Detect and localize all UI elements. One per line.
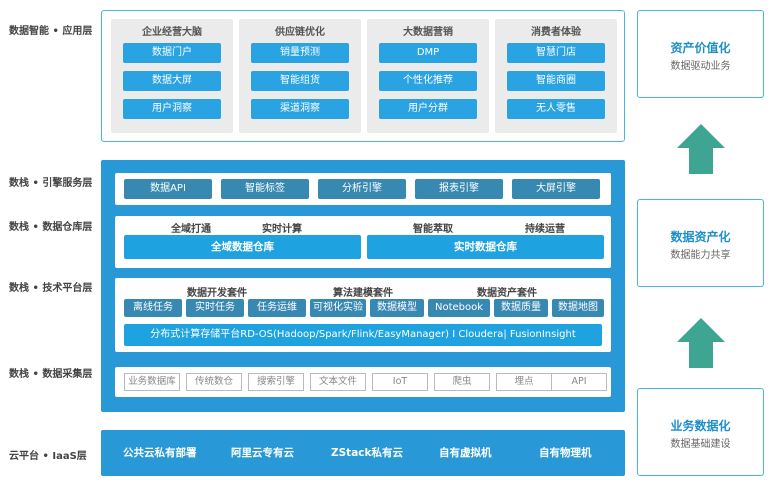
app-column-title: 供应链优化 xyxy=(275,27,325,38)
source-traditional-dw[interactable]: 传统数仓 xyxy=(186,373,242,391)
label-application-layer: 数据智能 • 应用层 xyxy=(9,26,93,37)
suite-title-asset: 数据资产套件 xyxy=(477,288,537,299)
engine-item-big-screen[interactable]: 大屏引擎 xyxy=(512,179,600,199)
tech-item-visual-experiment[interactable]: 可视化实验 xyxy=(310,299,366,317)
engine-layer-panel: 数据API 智能标签 分析引擎 报表引擎 大屏引擎 xyxy=(115,173,611,205)
suite-title-algo: 算法建模套件 xyxy=(333,288,393,299)
engine-item-data-api[interactable]: 数据API xyxy=(124,179,212,199)
tech-platform-panel: 数据开发套件 算法建模套件 数据资产套件 离线任务 实时任务 任务运维 可视化实… xyxy=(115,278,611,352)
up-arrow-icon xyxy=(677,124,725,174)
realtime-data-warehouse-bar[interactable]: 实时数据仓库 xyxy=(367,235,604,259)
value-box-business-data: 业务数据化 数据基础建设 xyxy=(637,388,764,476)
warehouse-label-global: 全域打通 xyxy=(171,224,211,235)
engine-item-smart-tag[interactable]: 智能标签 xyxy=(221,179,309,199)
collection-layer-panel: 业务数据库 传统数仓 搜索引擎 文本文件 IoT 爬虫 埋点 API xyxy=(115,367,611,397)
app-item-sales-forecast[interactable]: 销量预测 xyxy=(251,43,349,63)
warehouse-label-operation: 持续运营 xyxy=(525,224,565,235)
tech-item-data-model[interactable]: 数据模型 xyxy=(370,299,424,317)
source-business-db[interactable]: 业务数据库 xyxy=(124,373,180,391)
source-iot[interactable]: IoT xyxy=(372,373,428,391)
app-item-smart-district[interactable]: 智能商圈 xyxy=(507,71,605,91)
tech-item-data-quality[interactable]: 数据质量 xyxy=(494,299,548,317)
warehouse-layer-panel: 全域打通 实时计算 智能萃取 持续运营 全域数据仓库 实时数据仓库 xyxy=(115,216,611,268)
label-warehouse-layer: 数栈 • 数据仓库层 xyxy=(9,222,93,233)
engine-item-report[interactable]: 报表引擎 xyxy=(415,179,503,199)
app-item-data-portal[interactable]: 数据门户 xyxy=(123,43,221,63)
label-collection-layer: 数栈 • 数据采集层 xyxy=(9,369,93,380)
app-column-title: 大数据营销 xyxy=(403,27,453,38)
iaas-item-own-physical[interactable]: 自有物理机 xyxy=(539,447,592,459)
application-layer-frame: 企业经营大脑 数据门户 数据大屏 用户洞察 供应链优化 销量预测 智能组货 渠道… xyxy=(101,10,625,142)
value-title: 数据资产化 xyxy=(670,230,731,244)
iaas-item-zstack[interactable]: ZStack私有云 xyxy=(331,447,403,459)
data-stack-platform: 数据API 智能标签 分析引擎 报表引擎 大屏引擎 全域打通 实时计算 智能萃取… xyxy=(101,160,625,412)
warehouse-label-realtime: 实时计算 xyxy=(262,224,302,235)
tech-item-task-ops[interactable]: 任务运维 xyxy=(248,299,306,317)
label-tech-layer: 数栈 • 技术平台层 xyxy=(9,283,93,294)
value-box-data-asset: 数据资产化 数据能力共享 xyxy=(637,199,764,287)
tech-item-offline-task[interactable]: 离线任务 xyxy=(124,299,182,317)
iaas-item-own-vm[interactable]: 自有虚拟机 xyxy=(439,447,492,459)
label-iaas-layer: 云平台 • IaaS层 xyxy=(9,451,87,462)
tech-item-notebook[interactable]: Notebook xyxy=(428,299,490,317)
app-item-data-screen[interactable]: 数据大屏 xyxy=(123,71,221,91)
warehouse-label-extraction: 智能萃取 xyxy=(413,224,453,235)
source-search-engine[interactable]: 搜索引擎 xyxy=(248,373,304,391)
source-api[interactable]: API xyxy=(551,373,607,391)
value-title: 业务数据化 xyxy=(670,419,731,433)
iaas-layer-bar: 公共云私有部署 阿里云专有云 ZStack私有云 自有虚拟机 自有物理机 xyxy=(101,430,625,476)
value-title: 资产价值化 xyxy=(670,41,731,55)
up-arrow-icon xyxy=(677,318,725,368)
engine-item-analysis[interactable]: 分析引擎 xyxy=(318,179,406,199)
app-item-smart-store[interactable]: 智慧门店 xyxy=(507,43,605,63)
value-box-asset-value: 资产价值化 数据驱动业务 xyxy=(637,10,764,98)
value-subtitle: 数据基础建设 xyxy=(670,439,731,450)
global-data-warehouse-bar[interactable]: 全域数据仓库 xyxy=(124,235,361,259)
iaas-item-aliyun[interactable]: 阿里云专有云 xyxy=(231,447,294,459)
app-column-marketing: 大数据营销 DMP 个性化推荐 用户分群 xyxy=(367,19,489,133)
iaas-item-public-cloud[interactable]: 公共云私有部署 xyxy=(123,447,197,459)
tech-item-data-map[interactable]: 数据地图 xyxy=(552,299,604,317)
tech-item-realtime-task[interactable]: 实时任务 xyxy=(186,299,244,317)
distributed-platform-bar[interactable]: 分布式计算存储平台RD-OS(Hadoop/Spark/Flink/EasyMa… xyxy=(124,324,602,346)
suite-title-dev: 数据开发套件 xyxy=(187,288,247,299)
app-item-dmp[interactable]: DMP xyxy=(379,43,477,63)
app-item-channel-insight[interactable]: 渠道洞察 xyxy=(251,99,349,119)
label-engine-layer: 数栈 • 引擎服务层 xyxy=(9,178,93,189)
app-item-user-segment[interactable]: 用户分群 xyxy=(379,99,477,119)
app-column-title: 企业经营大脑 xyxy=(142,27,202,38)
app-item-smart-assortment[interactable]: 智能组货 xyxy=(251,71,349,91)
app-column-consumer: 消费者体验 智慧门店 智能商圈 无人零售 xyxy=(495,19,617,133)
app-column-enterprise: 企业经营大脑 数据门户 数据大屏 用户洞察 xyxy=(111,19,233,133)
value-subtitle: 数据能力共享 xyxy=(670,250,731,261)
app-column-supply-chain: 供应链优化 销量预测 智能组货 渠道洞察 xyxy=(239,19,361,133)
app-item-user-insight[interactable]: 用户洞察 xyxy=(123,99,221,119)
value-subtitle: 数据驱动业务 xyxy=(670,61,731,72)
app-item-unmanned-retail[interactable]: 无人零售 xyxy=(507,99,605,119)
source-crawler[interactable]: 爬虫 xyxy=(434,373,490,391)
app-column-title: 消费者体验 xyxy=(531,27,581,38)
source-text-file[interactable]: 文本文件 xyxy=(310,373,366,391)
app-item-personalized-recommend[interactable]: 个性化推荐 xyxy=(379,71,477,91)
source-tracking[interactable]: 埋点 xyxy=(496,373,552,391)
